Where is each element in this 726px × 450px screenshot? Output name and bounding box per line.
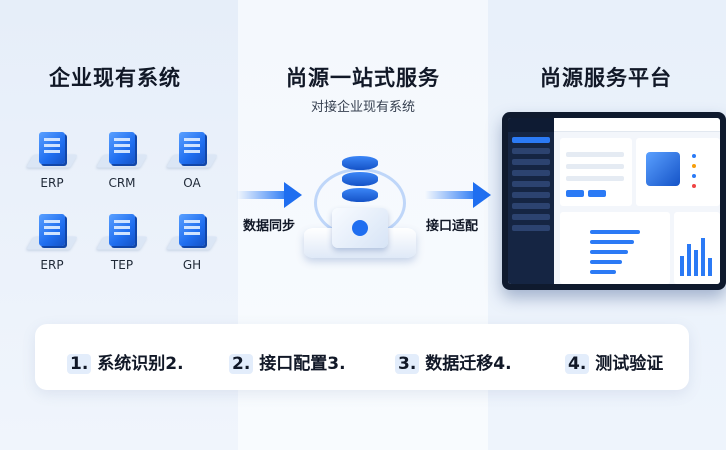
central-server-illustration — [300, 150, 422, 270]
dashboard-topbar — [554, 118, 720, 132]
middle-column-title: 尚源一站式服务 — [286, 66, 440, 90]
box-icon — [24, 210, 80, 254]
platform-dashboard-mockup — [502, 112, 726, 290]
system-crm: CRM — [87, 128, 157, 190]
system-label: GH — [182, 258, 202, 272]
system-label: TEP — [110, 258, 134, 272]
left-column-title: 企业现有系统 — [49, 66, 181, 90]
sync-arrow — [236, 182, 302, 208]
step-number: 1. — [67, 354, 92, 374]
system-label: OA — [183, 176, 201, 190]
step-text: 系统识别2. — [97, 354, 184, 374]
right-column-title: 尚源服务平台 — [540, 66, 672, 90]
server-icon — [24, 128, 80, 172]
adapt-arrow — [425, 182, 491, 208]
system-erp-1: ERP — [17, 128, 87, 190]
adapt-arrow-label: 接口适配 — [426, 219, 479, 234]
dashboard-bar-chart-panel — [674, 212, 720, 284]
step-4: 4.测试验证 — [559, 347, 669, 376]
system-oa: OA — [157, 128, 227, 190]
step-number: 3. — [395, 354, 420, 374]
dashboard-form-panel — [560, 138, 632, 206]
database-icon — [342, 156, 378, 206]
system-label: ERP — [40, 258, 64, 272]
arrow-right-icon — [473, 182, 491, 208]
system-tep: TEP — [87, 210, 157, 272]
middle-column-subtitle: 对接企业现有系统 — [310, 100, 415, 115]
monitor-icon — [94, 128, 150, 172]
step-number: 4. — [565, 354, 590, 374]
step-text: 数据迁移4. — [425, 354, 512, 374]
building-icon — [164, 210, 220, 254]
dashboard-sidebar — [508, 118, 554, 284]
hub-cube — [332, 208, 388, 248]
system-gh: GH — [157, 210, 227, 272]
step-text: 接口配置3. — [259, 354, 346, 374]
process-steps-bar: 1.系统识别2. 2.接口配置3. 3.数据迁移4. 4.测试验证 — [35, 324, 689, 390]
step-3: 3.数据迁移4. — [389, 347, 518, 376]
dashboard-illustration-panel — [636, 138, 720, 206]
step-1: 1.系统识别2. — [61, 347, 190, 376]
system-erp-2: ERP — [17, 210, 87, 272]
arrow-right-icon — [284, 182, 302, 208]
step-2: 2.接口配置3. — [223, 347, 352, 376]
sync-arrow-label: 数据同步 — [243, 219, 296, 234]
stack-icon — [164, 128, 220, 172]
system-label: CRM — [108, 176, 136, 190]
dashboard-progress-panel — [560, 212, 670, 284]
step-text: 测试验证 — [595, 354, 664, 374]
document-icon — [94, 210, 150, 254]
system-label: ERP — [40, 176, 64, 190]
step-number: 2. — [229, 354, 254, 374]
